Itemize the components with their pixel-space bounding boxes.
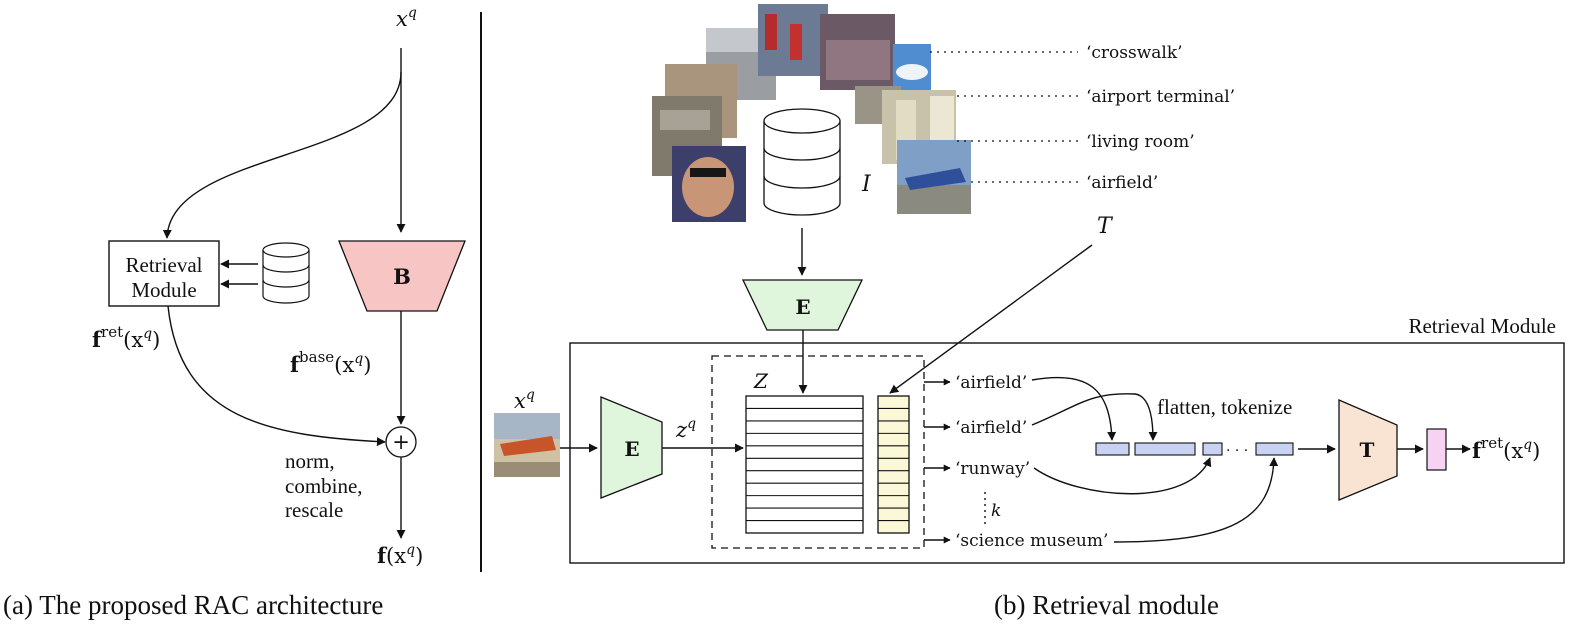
retrieved-label-2: ‘airfield’ — [955, 418, 1027, 438]
curve-label4-to-token — [1113, 457, 1279, 543]
curve-label1-to-token — [1031, 376, 1117, 441]
transformer-label: T — [1360, 438, 1375, 462]
base-encoder-label: B — [393, 264, 411, 289]
memory-box — [711, 355, 925, 549]
image-database-icon — [763, 108, 841, 216]
combine-note-3: rescale — [285, 498, 343, 522]
combine-note-2: combine, — [285, 474, 363, 498]
right-caption: (b) Retrieval module — [994, 590, 1219, 620]
curve-label2-to-token — [1031, 393, 1158, 441]
image-set-symbol: I — [861, 172, 872, 197]
output-label: f(xq) — [377, 542, 423, 568]
left-caption: (a) The proposed RAC architecture — [3, 590, 383, 620]
text-memory-stack — [877, 395, 910, 534]
retrieved-label-4: ‘science museum’ — [955, 531, 1108, 551]
embedding-stack — [745, 395, 864, 534]
arrow-to-retrieval-module — [162, 71, 402, 239]
query-encoder-label: E — [624, 437, 639, 461]
query-photo — [494, 413, 560, 477]
right-panel: ‘crosswalk’ ‘airport terminal’ ‘living r… — [494, 4, 1565, 620]
query-label: xq — [514, 387, 535, 413]
embedding-label: zq — [675, 416, 696, 442]
combine-symbol: + — [392, 430, 410, 454]
top-encoder — [741, 279, 864, 331]
token-dots: · · · — [1226, 443, 1248, 459]
module-output-label: fret(xq) — [1472, 434, 1540, 463]
f-ret-label: fret(xq) — [92, 323, 160, 352]
left-input-label: xq — [396, 5, 417, 31]
retrieval-module-frame — [569, 342, 1565, 564]
f-base-label: fbase(xq) — [290, 348, 371, 377]
arrow-ret-to-combine — [167, 305, 386, 447]
retrieved-label-3: ‘runway’ — [955, 459, 1030, 479]
token-2 — [1134, 442, 1196, 456]
curve-label3-to-token — [1033, 457, 1212, 495]
small-database-icon — [262, 242, 310, 304]
top-label-airfield: ‘airfield’ — [1086, 173, 1158, 193]
retrieval-module-box — [108, 240, 220, 307]
output-token — [1426, 428, 1447, 471]
retrieval-module-label-2: Module — [131, 278, 196, 302]
transformer — [1338, 399, 1398, 501]
retrieval-module-label-1: Retrieval — [126, 253, 203, 277]
query-encoder — [600, 396, 663, 499]
top-label-crosswalk: ‘crosswalk’ — [1086, 43, 1183, 63]
memory-symbol: Z — [753, 369, 769, 393]
combine-note-1: norm, — [285, 449, 335, 473]
token-1 — [1095, 442, 1130, 456]
flatten-label: flatten, tokenize — [1157, 395, 1292, 419]
top-label-airport: ‘airport terminal’ — [1086, 87, 1235, 107]
text-set-symbol: T — [1097, 214, 1114, 239]
left-panel: xq Retrieval Module B fbase(xq) fret(xq) — [3, 5, 466, 620]
retrieved-label-1: ‘airfield’ — [955, 373, 1027, 393]
arrow-text-set-to-memory — [889, 244, 1093, 394]
token-4 — [1255, 442, 1294, 456]
k-label: k — [991, 501, 1001, 521]
image-collage — [652, 4, 971, 222]
token-3 — [1202, 442, 1223, 456]
base-encoder — [338, 240, 466, 312]
module-title: Retrieval Module — [1408, 314, 1556, 338]
top-label-living-room: ‘living room’ — [1086, 132, 1195, 152]
top-encoder-label: E — [795, 295, 810, 319]
